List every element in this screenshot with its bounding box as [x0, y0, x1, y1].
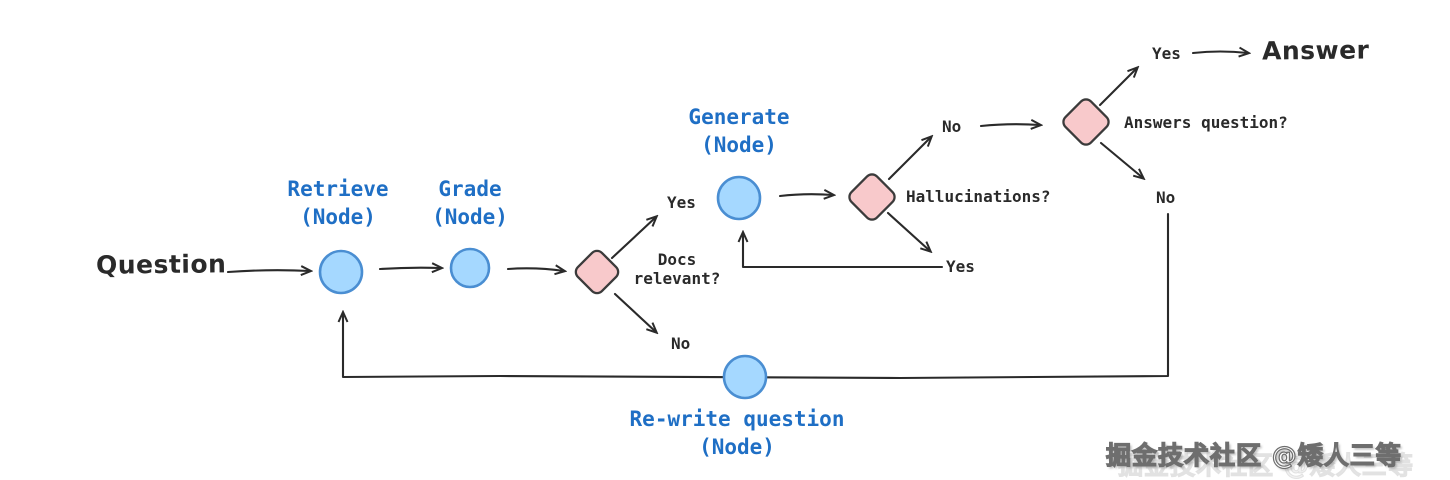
generate-node-circle	[716, 175, 762, 221]
hallucinations-diamond	[848, 173, 896, 221]
retrieve-node-circle	[318, 249, 364, 295]
rewrite-node-circle	[722, 354, 768, 400]
arrow-answers-no	[1099, 141, 1143, 178]
arrow-answers-yes	[1098, 68, 1137, 107]
arrow-generate-hallucinations	[778, 194, 833, 196]
arrow-grade-docs	[506, 268, 564, 271]
arrow-docs-yes-generate	[610, 217, 656, 260]
hallucinations-label: Hallucinations?	[906, 187, 1051, 206]
edge-label-docs-no: No	[671, 334, 691, 353]
watermark-ghost: 掘金技术社区 @矮人三等	[1118, 451, 1414, 480]
generate-node-label: Generate (Node)	[688, 105, 790, 157]
docs-relevant-label: Docs relevant?	[633, 250, 721, 288]
arrow-no-answers-question	[979, 124, 1040, 126]
feedback-path-yes-generate	[743, 233, 944, 269]
arrow-retrieve-grade	[378, 268, 441, 269]
answer-label: Answer	[1261, 35, 1370, 66]
rewrite-node-label: Re-write question (Node)	[629, 407, 845, 459]
answers-question-label: Answers question?	[1124, 113, 1288, 132]
return-path-rewrite-retrieve	[343, 212, 1170, 380]
grade-node-label: Grade (Node)	[432, 177, 508, 229]
arrow-hallucinations-yes	[886, 211, 930, 251]
arrow-question-retrieve	[226, 270, 310, 272]
watermark: 掘金技术社区 @矮人三等	[1105, 440, 1402, 470]
docs-relevant-diamond	[574, 249, 620, 295]
arrow-hallucinations-no	[887, 137, 931, 181]
edge-label-hallucinations-no: No	[942, 117, 962, 136]
arrow-yes-answer	[1191, 52, 1248, 54]
grade-node-circle	[449, 247, 491, 289]
edge-label-docs-yes: Yes	[667, 193, 696, 212]
edge-label-answers-yes: Yes	[1152, 44, 1181, 63]
question-label: Question	[95, 249, 227, 280]
edge-label-answers-no: No	[1156, 188, 1176, 207]
retrieve-node-label: Retrieve (Node)	[287, 177, 389, 229]
edge-label-hallucinations-yes: Yes	[946, 257, 975, 276]
arrow-docs-no-rewrite	[613, 292, 656, 332]
answers-question-diamond	[1062, 98, 1110, 146]
